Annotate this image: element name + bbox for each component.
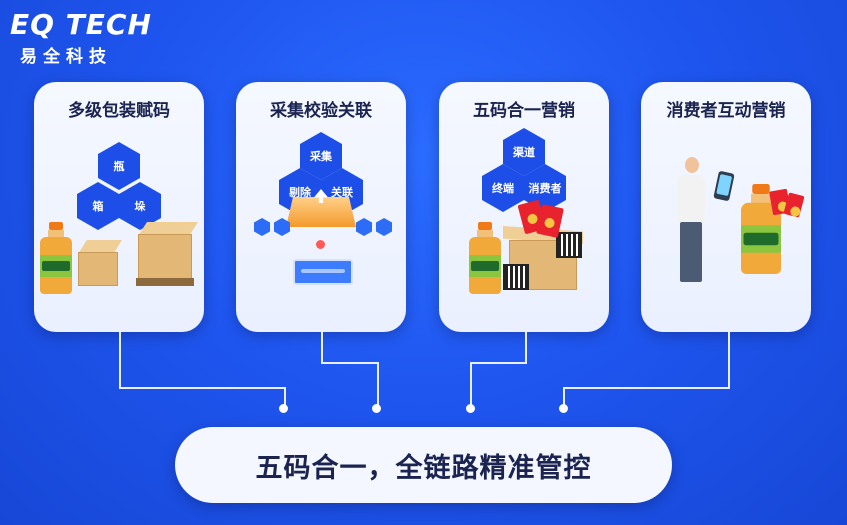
logo-chinese-name: 易全科技 [20,47,112,67]
card-title: 多级包装赋码 [68,101,170,121]
logo-wordmark: EQ TECH [10,8,152,41]
connector-line [563,332,730,389]
connector-line [470,332,527,364]
card-title: 五码合一营销 [473,101,575,121]
slogan-text: 五码合一，全链路精准管控 [255,452,592,484]
hex-bottle: 瓶 [98,142,140,190]
connector-dot [559,404,568,413]
card-collect-verify-associate: 采集校验关联 采集 剔除 关联 [236,82,406,332]
shield-icon [376,218,392,236]
connector-line [321,332,379,364]
qr-code-icon [503,264,529,290]
connector-line [470,362,472,407]
connector-line [377,362,379,407]
lightning-icon [356,218,372,236]
connector-line [119,332,286,389]
cloud-icon [254,218,270,236]
hex-case: 箱 [77,182,119,230]
connector-dot [372,404,381,413]
company-logo: EQ TECH 易全科技 [10,10,160,70]
bottle-icon [469,222,501,294]
hex-terminal: 终端 [482,164,524,212]
card-consumer-interaction: 消费者互动营销 [641,82,811,332]
plus-dot-icon [316,240,325,249]
connector-dot [279,404,288,413]
connector-dot [466,404,475,413]
scanner-device-icon [293,259,353,285]
connector-line [563,387,565,407]
bottle-icon [40,222,72,294]
card-title: 采集校验关联 [270,101,372,121]
card-five-code-marketing: 五码合一营销 渠道 终端 消费者 [439,82,609,332]
hex-pallet: 垛 [119,182,161,230]
card-multi-level-packaging: 多级包装赋码 瓶 箱 垛 [34,82,204,332]
slogan-banner: 五码合一，全链路精准管控 [175,427,672,503]
card-title: 消费者互动营销 [666,101,786,121]
qr-code-icon [556,232,582,258]
phone-icon [274,218,290,236]
connector-line [284,387,286,407]
